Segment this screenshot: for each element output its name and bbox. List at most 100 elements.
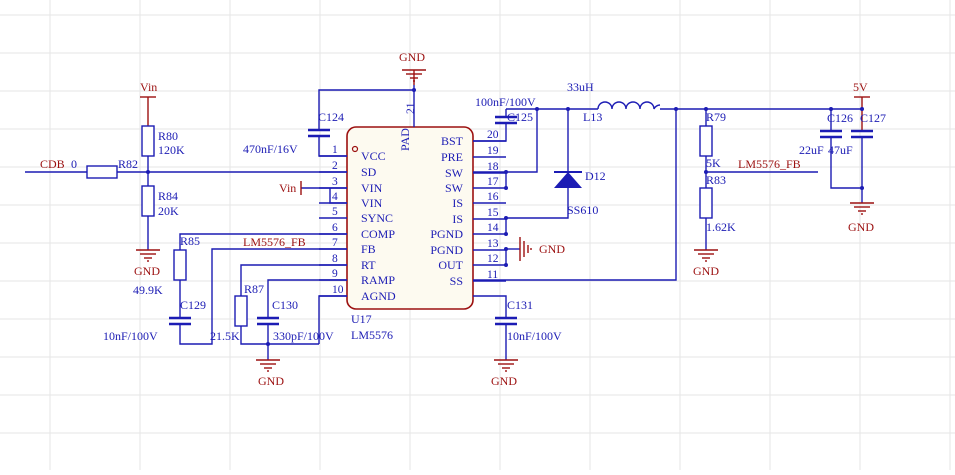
ic-pin-name: SW (445, 181, 464, 195)
ic-pin-number: 16 (487, 191, 499, 203)
c131-ref: C131 (507, 298, 533, 312)
r79-body[interactable] (699, 125, 713, 157)
rt-wire (240, 264, 347, 296)
ic-pin-number: 8 (332, 253, 338, 265)
ic-pin[interactable]: 11 SS (450, 269, 506, 288)
c131-value: 10nF/100V (507, 329, 562, 343)
ic-pin-name: PGND (430, 243, 463, 257)
r85-body[interactable] (173, 249, 187, 281)
ic-pin-name: VIN (361, 181, 383, 195)
ic-pin-number: 9 (332, 268, 338, 280)
l13-value: 33uH (567, 80, 594, 94)
ic-pin-name: RT (361, 258, 376, 272)
r87-gnd-wire (240, 326, 319, 345)
c125-value: 100nF/100V (475, 95, 536, 109)
ic-pin-number: 10 (332, 284, 344, 296)
ic-pin-name: VIN (361, 196, 383, 210)
ic-pin-number: 12 (487, 253, 499, 265)
comp-wire (179, 233, 347, 250)
sw-pins-wire (506, 109, 538, 173)
r85-ref: R85 (180, 234, 200, 248)
fb-net-label-left: LM5576_FB (243, 235, 306, 249)
r80-body[interactable] (141, 125, 155, 157)
r87-value: 21.5K (210, 329, 240, 343)
c129-ref: C129 (180, 298, 206, 312)
ic-pin1-marker (351, 145, 359, 153)
c130-ref: C130 (272, 298, 298, 312)
out-junction (674, 107, 678, 111)
d12-ref: D12 (585, 169, 606, 183)
ss-wire (473, 295, 507, 318)
ic-pad-label: PAD (398, 128, 412, 151)
d12-value: SS610 (567, 203, 598, 217)
gnd-label-agnd: GND (258, 374, 284, 388)
l13-body[interactable] (597, 101, 661, 110)
r82-ref: R82 (118, 157, 138, 171)
sw-junction-pins (504, 170, 508, 174)
gnd-label-cout: GND (848, 220, 874, 234)
ic-pin-number: 11 (487, 269, 498, 281)
r84-body[interactable] (141, 185, 155, 217)
ic-pin-name: BST (441, 134, 464, 148)
ic-pin-number: 4 (332, 191, 338, 203)
ic-pin-number: 6 (332, 222, 338, 234)
r80-value: 120K (158, 143, 185, 157)
c130-value: 330pF/100V (273, 329, 334, 343)
vin-label-left: Vin (140, 80, 157, 94)
r87-body[interactable] (234, 295, 248, 327)
r83-body[interactable] (699, 187, 713, 219)
c127-junction (860, 107, 864, 111)
c126-bottom-wire (830, 137, 862, 189)
ic-pin-number: 20 (487, 129, 499, 141)
ic-pin[interactable]: 18 SW (445, 161, 506, 180)
ic-part: LM5576 (351, 328, 393, 342)
ic-pin-name: SW (445, 166, 464, 180)
c125-ref: C125 (507, 110, 533, 124)
l13-ref: L13 (583, 110, 602, 124)
ic-pin-name: SS (450, 274, 463, 288)
ic-pin[interactable]: 16 IS (452, 191, 506, 210)
sw-junction-18 (504, 186, 508, 190)
agnd-junction (266, 342, 270, 346)
c126-value: 22uF (799, 143, 824, 157)
ic-pin-number: 15 (487, 207, 499, 219)
cdb-net-label: CDB (40, 157, 65, 171)
fb-wire (179, 248, 347, 345)
d12-bottom-wire (506, 188, 569, 219)
c126-ref: C126 (827, 111, 853, 125)
ic-pin-name: FB (361, 242, 376, 256)
gnd-symbol-ss (494, 359, 518, 372)
ic-pin-number: 18 (487, 161, 499, 173)
r80-ref: R80 (158, 129, 178, 143)
c129-value: 10nF/100V (103, 329, 158, 343)
gnd-symbol-cout (850, 202, 874, 215)
gnd-label-ss: GND (491, 374, 517, 388)
vin-pin4-wire (329, 188, 347, 204)
vin-label-pins: Vin (279, 181, 296, 195)
r85-value: 49.9K (133, 283, 163, 297)
ic-pin-name: VCC (361, 149, 386, 163)
ic-pin-name: PRE (441, 150, 463, 164)
ic-ref: U17 (351, 312, 372, 326)
ramp-wire (267, 279, 347, 318)
r82-body[interactable] (86, 165, 118, 179)
out-wire (473, 109, 677, 281)
ic-pin-name: IS (452, 196, 463, 210)
d12-body[interactable] (554, 172, 582, 188)
r84-value: 20K (158, 204, 179, 218)
gnd-label-top: GND (399, 50, 425, 64)
ic-pin-number: 5 (332, 206, 338, 218)
ic-right-pins: 20BST19PRE18SW17SW16IS15IS14PGND13PGND12… (430, 129, 506, 288)
agnd-wire (318, 295, 347, 344)
r84-ref: R84 (158, 189, 178, 203)
ic-pin-number: 3 (332, 176, 338, 188)
r79-value: 5K (706, 156, 721, 170)
